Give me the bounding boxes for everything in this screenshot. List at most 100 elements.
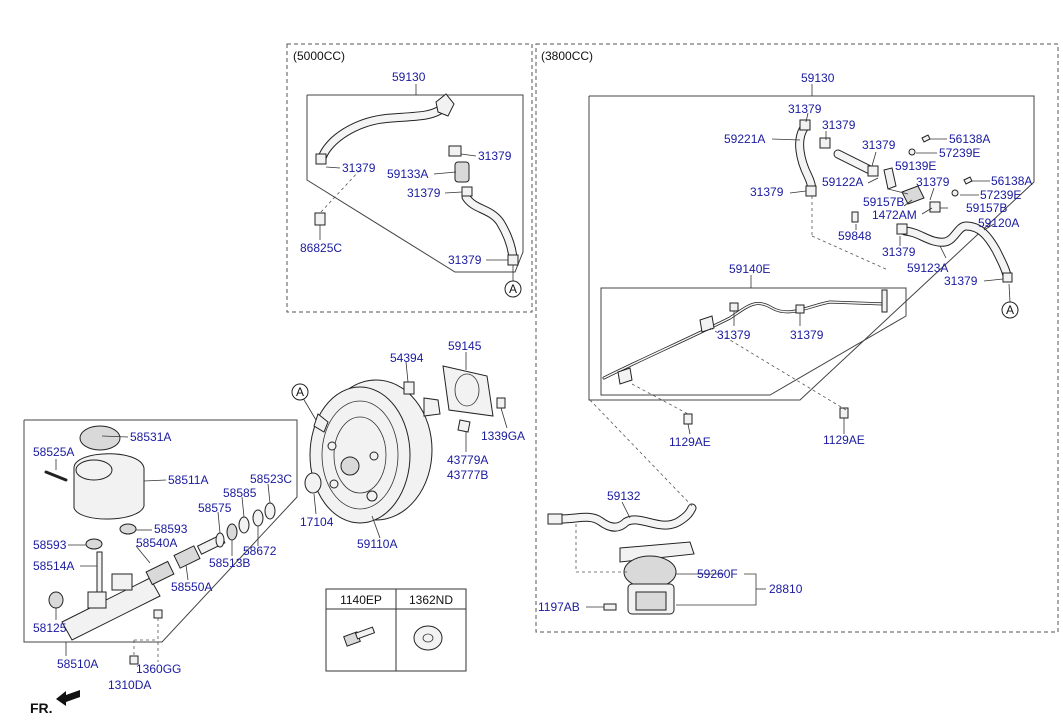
legend-col-1362nd: 1362ND [409,593,453,607]
pin-56138a-a [921,134,931,143]
label-1129ae-a: 1129AE [669,435,711,449]
label-59260f: 59260F [697,567,738,581]
bracket-86825c [314,212,326,226]
vacuum-pump-59260f [623,555,677,589]
clamp-5000-a [315,153,327,165]
callout-a-booster-label: A [296,385,304,399]
label-59140e: 59140E [729,262,770,276]
grommet-58593-b [85,538,103,550]
group-master-cylinder: 58531A 58525A 58511A 58523C 58585 58575 … [23,419,298,692]
front-arrow-icon [56,690,80,706]
master-cylinder-body-58510a [61,577,161,641]
nut-1360gg [153,609,163,619]
oring-58523c [264,502,276,520]
bolt-1129ae-a [683,413,693,425]
front-direction-label: FR. [30,700,53,716]
variant-5000cc-box [286,43,533,313]
ring-58575 [215,532,225,548]
callout-a-5000 [504,280,522,298]
label-31379-5000-d: 31379 [448,253,482,267]
label-59145: 59145 [448,339,482,353]
pipe-end-59140e [881,289,888,313]
seal-58672 [252,509,264,527]
pump-motor [635,591,667,611]
label-58531a: 58531A [130,430,171,444]
label-31379-3800-d: 31379 [916,175,950,189]
label-31379-3800-g: 31379 [944,274,978,288]
clamp-3800-f [1002,272,1013,283]
label-31379-5000-b: 31379 [478,149,512,163]
piston-58540a [145,560,175,586]
bracket-59140e-b [617,367,633,385]
label-58523c: 58523C [250,472,292,486]
washer-icon [413,625,443,651]
bolt-1197ab [603,603,617,611]
callout-a-5000-label: A [509,282,517,296]
group-3800cc: A 59130 31379 59221A 31379 31379 56138A … [538,71,1035,615]
label-59157b-b: 59157B [966,201,1007,215]
booster-pushrod-hub [340,456,360,476]
group-frame-master [23,419,298,643]
label-59848: 59848 [838,229,872,243]
label-1310da: 1310DA [108,678,151,692]
label-58593-a: 58593 [154,522,188,536]
flange-bolt-icon [343,626,376,647]
variant-3800cc-label: (3800CC) [541,49,593,63]
label-1339ga: 1339GA [481,429,525,443]
label-59120a: 59120A [978,216,1019,230]
label-58540a: 58540A [136,536,177,550]
group-brake-booster: A 54394 59145 1339GA 43779A 43777B 17104… [291,339,525,551]
seal-17104 [304,472,322,494]
label-17104: 17104 [300,515,334,529]
bracket-59139e [883,167,897,190]
booster-check-port [313,413,329,433]
label-59123a: 59123A [907,261,948,275]
bolt-54394 [403,381,415,395]
ring-58513b [226,523,238,541]
label-58550a: 58550A [171,580,212,594]
label-59157b-a: 59157B [863,195,904,209]
label-58511a: 58511A [168,473,208,487]
label-43779a: 43779A [447,453,488,467]
label-58672: 58672 [243,544,277,558]
label-59130-3800: 59130 [801,71,835,85]
label-58593-b: 58593 [33,538,67,552]
label-1197ab: 1197AB [538,600,580,614]
clamp-3800-c [805,185,817,197]
label-1360gg: 1360GG [136,662,181,676]
clamp-5000-d [507,254,519,266]
clamp-5000-b [448,145,462,157]
label-58575: 58575 [198,501,232,515]
legend-col-1140ep: 1140EP [340,593,382,607]
label-58514a: 58514A [33,559,74,573]
screw-58525a [44,470,68,482]
pump-bracket [619,541,695,563]
booster-bracket [423,397,441,417]
plug-58125 [48,591,64,609]
bolt-1129ae-b [839,407,849,419]
clamp-5000-c [461,186,473,197]
connector-59132 [547,513,563,525]
callout-a-booster [291,383,309,401]
label-31379-3800-i: 31379 [790,328,824,342]
label-31379-3800-a: 31379 [788,102,822,116]
elbow-5000 [435,93,455,117]
label-59130-5000: 59130 [392,70,426,84]
label-59132: 59132 [607,489,641,503]
label-56138a-b: 56138A [991,174,1032,188]
fastener-legend-table: 1140EP 1362ND [325,588,467,672]
washer-57239e-b [951,189,959,197]
variant-3800cc-box [535,43,1059,633]
label-86825c: 86825C [300,241,342,255]
label-59133a: 59133A [387,167,428,181]
nut-1339ga [496,397,506,409]
label-54394: 54394 [390,351,424,365]
label-31379-5000-c: 31379 [407,186,441,200]
label-59221a: 59221A [724,132,765,146]
label-31379-3800-c: 31379 [862,138,896,152]
label-58585: 58585 [223,486,257,500]
group-frame-3800-outer [588,95,1035,401]
clamp-3800-h [795,304,805,314]
cylinder-port-b [87,591,107,609]
